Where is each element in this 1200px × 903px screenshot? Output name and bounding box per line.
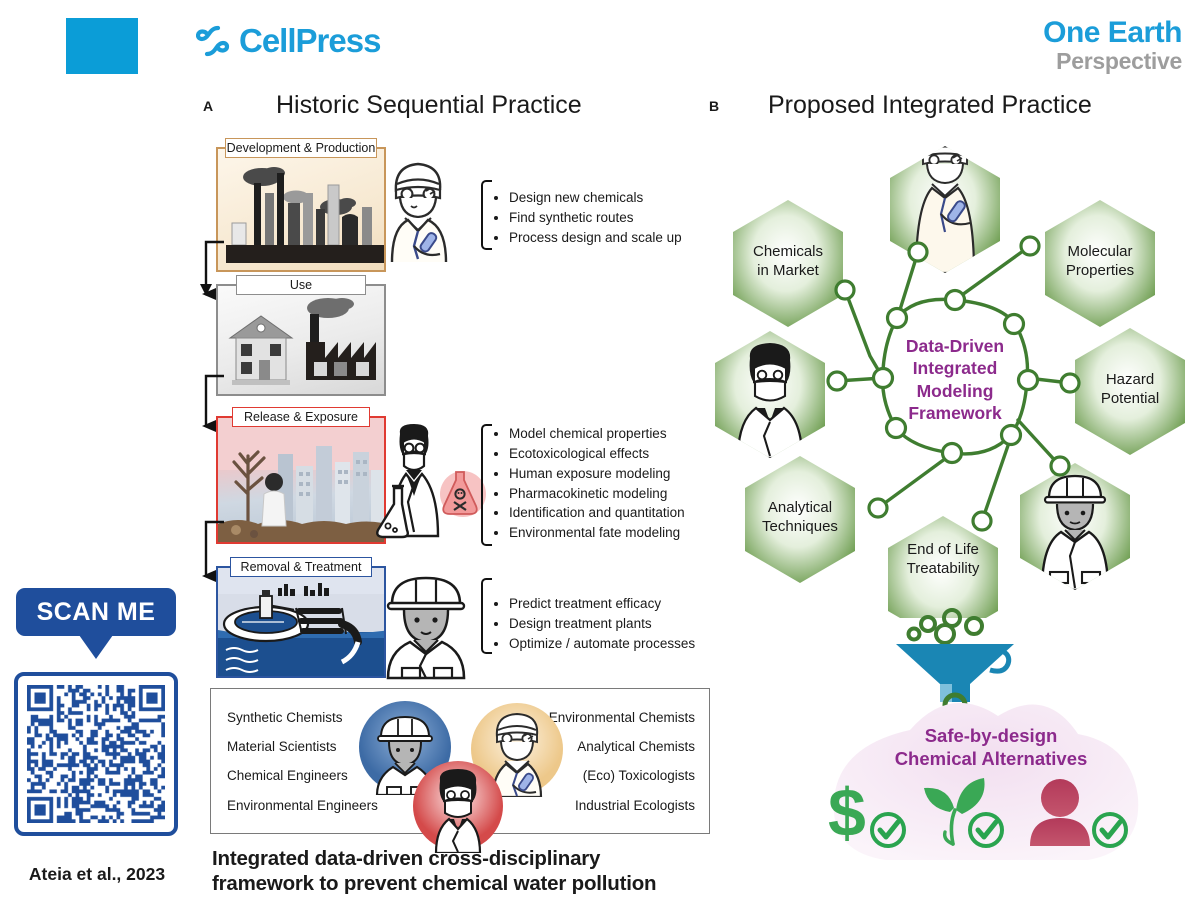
hex-female-scientist-icon xyxy=(736,343,804,458)
person-icon xyxy=(1030,779,1128,848)
dollar-sign-icon: $ xyxy=(828,778,906,850)
bullets-removal-treatment: Predict treatment efficacy Design treatm… xyxy=(492,594,695,654)
bullet-item: Design new chemicals xyxy=(509,188,682,208)
brace-stage1 xyxy=(481,180,492,250)
stage-label-removal-treatment: Removal & Treatment xyxy=(230,557,372,577)
hexagon-chemicals-in-market[interactable] xyxy=(733,200,843,327)
discipline-right-1: Analytical Chemists xyxy=(577,739,695,754)
stage-label-use: Use xyxy=(236,275,366,295)
panel-b-title: Proposed Integrated Practice xyxy=(768,91,1092,119)
bullet-item: Environmental fate modeling xyxy=(509,523,685,543)
hexagon-hazard-potential[interactable] xyxy=(1075,328,1185,455)
panel-a-title: Historic Sequential Practice xyxy=(276,91,582,119)
journal-branding: One Earth Perspective xyxy=(1043,16,1182,74)
cellpress-logo: CellPress xyxy=(196,22,381,60)
hex-engineer-icon xyxy=(1040,474,1110,590)
bullet-item: Ecotoxicological effects xyxy=(509,444,685,464)
credit-line: Ateia et al., 2023 xyxy=(28,864,166,884)
brace-stage4 xyxy=(481,578,492,654)
funnel-icon xyxy=(896,608,1014,718)
bullet-item: Find synthetic routes xyxy=(509,208,682,228)
discipline-right-3: Industrial Ecologists xyxy=(574,798,695,813)
engineer-hardhat-icon xyxy=(386,576,466,680)
panel-a-letter: A xyxy=(203,98,214,114)
disciplines-box: Synthetic Chemists Material Scientists C… xyxy=(210,688,710,853)
stage-release-exposure: Release & Exposure xyxy=(216,407,386,544)
stage-connector-arrow xyxy=(204,374,224,426)
scan-me-label: SCAN ME xyxy=(36,597,156,626)
cellpress-wordmark: CellPress xyxy=(239,22,381,59)
bullet-item: Process design and scale up xyxy=(509,228,682,248)
plant-sprout-icon xyxy=(924,778,1004,848)
stage-development-production: Development & Production xyxy=(216,138,386,272)
discipline-left-2: Chemical Engineers xyxy=(227,768,348,783)
discipline-right-2: (Eco) Toxicologists xyxy=(582,768,695,783)
stage-label-development-production: Development & Production xyxy=(225,138,377,158)
hexagon-end-of-life-treatability[interactable] xyxy=(888,516,998,618)
bullet-item: Pharmacokinetic modeling xyxy=(509,484,685,504)
stage-connector-arrow xyxy=(204,520,224,576)
cellpress-mark-icon xyxy=(196,25,230,57)
brace-stage3 xyxy=(481,424,492,546)
discipline-left-1: Material Scientists xyxy=(227,739,337,754)
avatar-engineer-icon xyxy=(359,701,451,795)
scan-me-banner: SCAN ME xyxy=(16,588,176,636)
avatar-female-scientist-icon xyxy=(413,761,503,853)
bullet-item: Optimize / automate processes xyxy=(509,634,695,654)
figure-caption: Integrated data-driven cross-disciplinar… xyxy=(212,847,657,895)
qr-code-image xyxy=(27,685,165,823)
qr-code[interactable] xyxy=(14,672,178,836)
hexagon-molecular-properties[interactable] xyxy=(1045,200,1155,327)
bullet-item: Human exposure modeling xyxy=(509,464,685,484)
journal-subtitle: Perspective xyxy=(1056,47,1182,74)
cellpress-color-block xyxy=(66,18,138,74)
network-nodes xyxy=(826,235,1081,532)
bullets-development-production: Design new chemicals Find synthetic rout… xyxy=(492,188,682,248)
stage-use: Use xyxy=(216,275,386,396)
stage-label-release-exposure: Release & Exposure xyxy=(232,407,370,427)
stage-removal-treatment: Removal & Treatment xyxy=(216,557,386,678)
journal-title: One Earth xyxy=(1043,16,1182,49)
discipline-left-0: Synthetic Chemists xyxy=(227,710,343,725)
stage-connector-arrow xyxy=(200,240,224,296)
bullet-item: Model chemical properties xyxy=(509,424,685,444)
scan-me-pointer xyxy=(79,635,113,659)
panel-b-letter: B xyxy=(709,98,720,114)
bullets-release-exposure: Model chemical properties Ecotoxicologic… xyxy=(492,424,685,543)
hexagon-network-svg xyxy=(715,146,1185,618)
discipline-right-0: Environmental Chemists xyxy=(548,710,695,725)
hexagon-analytical-techniques[interactable] xyxy=(745,456,855,583)
bullet-item: Design treatment plants xyxy=(509,614,695,634)
chemist-goggles-icon xyxy=(390,162,448,263)
svg-text:$: $ xyxy=(828,778,866,850)
bullet-item: Identification and quantitation xyxy=(509,503,685,523)
discipline-left-3: Environmental Engineers xyxy=(227,798,378,813)
avatar-chemist-icon xyxy=(471,703,563,797)
female-scientist-toxic-icon xyxy=(376,424,486,539)
bullet-item: Predict treatment efficacy xyxy=(509,594,695,614)
